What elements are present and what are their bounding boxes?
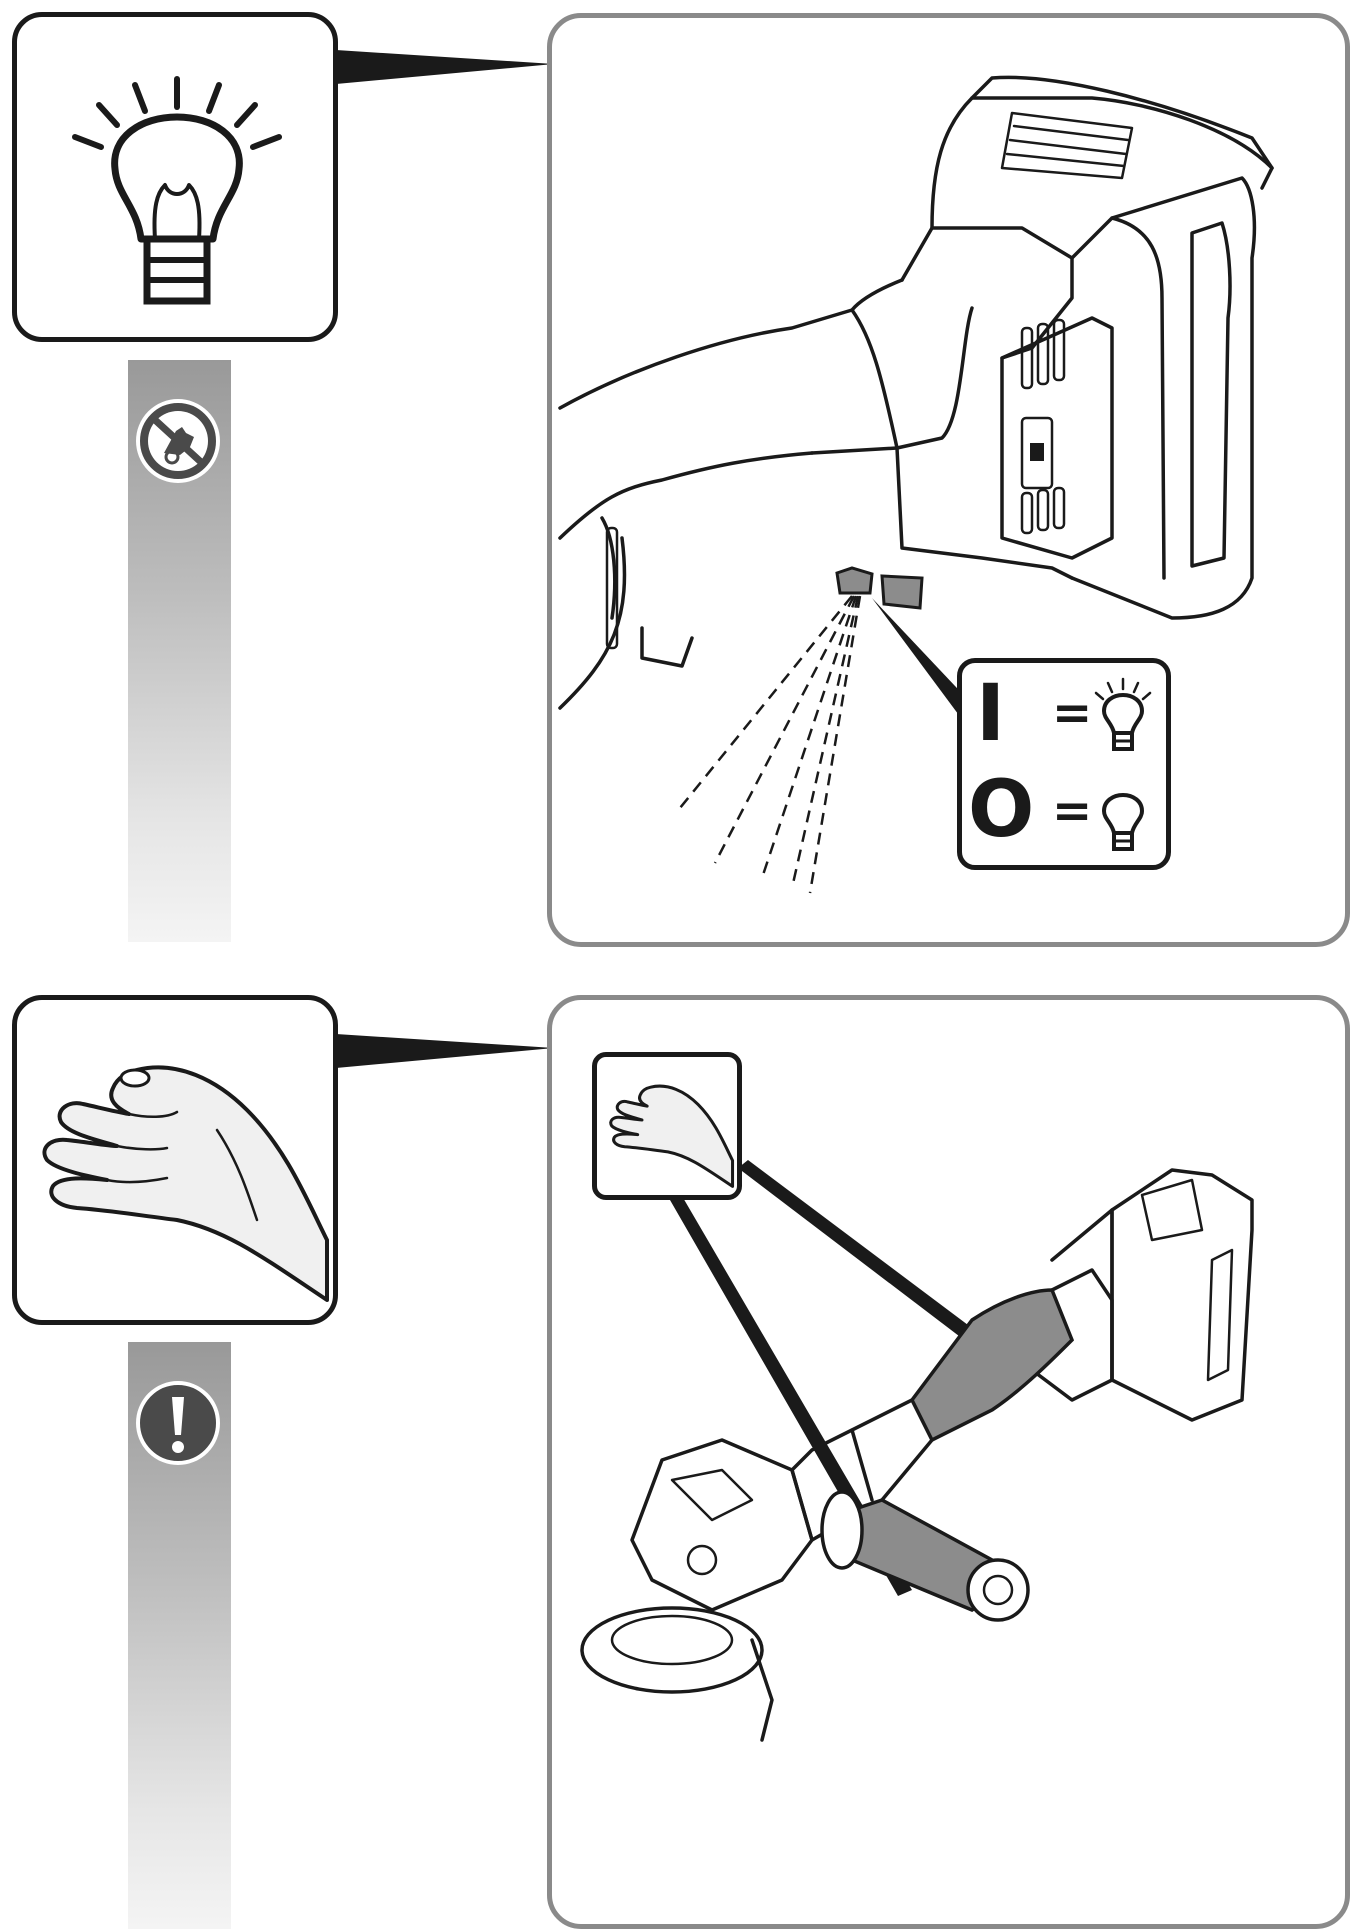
- equals-sign: =: [1052, 783, 1093, 839]
- grip-areas-panel: [547, 995, 1350, 1929]
- light-switch-panel: I = O =: [547, 13, 1350, 947]
- no-touch-icon: [136, 399, 220, 483]
- light-bulb-off-icon: [1102, 793, 1144, 851]
- hand-icon: [42, 1065, 329, 1302]
- grinder-battery-illustration: [558, 75, 1274, 894]
- equals-sign: =: [1052, 685, 1093, 741]
- light-bulb-on-icon: [1094, 677, 1152, 751]
- hand-section-icon-box: [12, 995, 338, 1325]
- hand-icon: [609, 1084, 735, 1188]
- grip-hand-inset: [592, 1052, 742, 1200]
- angle-grinder-illustration: [580, 1160, 1254, 1742]
- off-symbol: O: [968, 765, 1035, 855]
- warning-exclamation-icon: [136, 1381, 220, 1465]
- callout-connector: [336, 1034, 554, 1068]
- on-symbol: I: [976, 669, 1006, 759]
- callout-connector: [336, 50, 554, 84]
- light-switch-legend: I = O =: [957, 658, 1171, 870]
- light-section-icon-box: [12, 12, 338, 342]
- light-bulb-icon: [72, 76, 282, 305]
